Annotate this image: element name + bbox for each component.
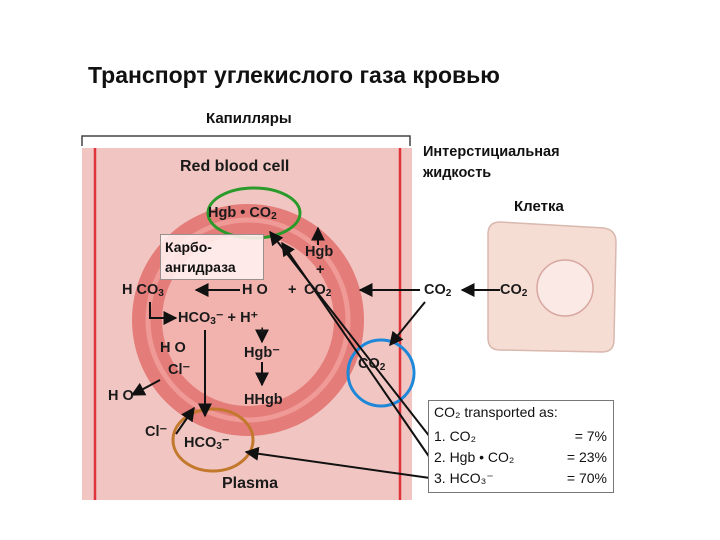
enzyme-label: Карбо- ангидраза: [160, 234, 264, 280]
label-h2o-a: H O: [242, 282, 268, 298]
label-h2o-in: H O: [160, 340, 186, 356]
legend-row-1-label: 1. CO₂: [434, 428, 476, 444]
label-hgb-minus: Hgb⁻: [244, 345, 280, 361]
legend-row-3-label: 3. HCO₃⁻: [434, 470, 494, 486]
legend-row-2-value: = 23%: [566, 449, 607, 465]
label-co2-mid: CO2: [304, 282, 332, 299]
legend-row-1-value: = 7%: [574, 428, 607, 444]
label-co2-cap: CO2: [358, 356, 386, 373]
label-cl-out: Cl⁻: [145, 424, 168, 440]
rbc-label: Red blood cell: [180, 158, 290, 175]
interstitial-label: Интерстициальная жидкость: [423, 142, 623, 184]
plasma-label: Plasma: [222, 475, 279, 492]
label-hco3-out: HCO3⁻: [184, 435, 230, 452]
label-h2o-out: H O: [108, 388, 134, 404]
label-plus-3: +: [258, 324, 267, 340]
label-h2co3: H CO3: [122, 282, 164, 299]
cell-nucleus: [536, 259, 594, 317]
blue-highlight-circle: [346, 338, 416, 408]
label-plus-1: +: [316, 262, 325, 278]
legend-row-3-value: = 70%: [566, 470, 607, 486]
label-hgb-co2: Hgb • CO2: [208, 205, 277, 222]
transport-legend: CO₂ transported as: 1. CO₂ = 7% 2. Hgb •…: [428, 400, 614, 493]
capillary-bracket: [81, 135, 411, 146]
label-hhgb: HHgb: [244, 392, 283, 408]
label-plus-2: +: [288, 282, 297, 298]
label-cl-in: Cl⁻: [168, 362, 191, 378]
label-hgb: Hgb: [305, 244, 334, 260]
label-hco3-h: HCO3⁻ + H⁺: [178, 310, 259, 327]
orange-highlight-circle: [171, 407, 255, 473]
label-co2-cell: CO2: [500, 282, 528, 299]
legend-row-2-label: 2. Hgb • CO₂: [434, 449, 515, 465]
interstitial-text: Интерстициальная жидкость: [423, 144, 560, 181]
cell-label: Клетка: [514, 198, 564, 215]
rbc-highlight: [145, 217, 351, 423]
capillaries-label: Капилляры: [206, 110, 292, 127]
page-title: Транспорт углекислого газа кровью: [88, 62, 500, 88]
label-co2-interstitial: CO2: [424, 282, 452, 299]
legend-title: CO₂ transported as:: [434, 404, 558, 420]
